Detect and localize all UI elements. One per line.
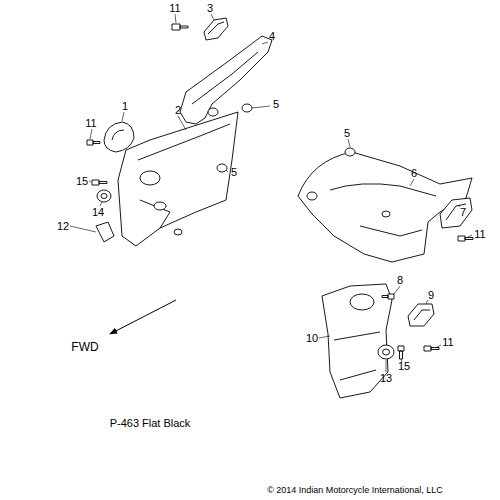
callout-number: 8 [397, 275, 403, 286]
callout-number: 14 [92, 207, 104, 218]
callout-number: 1 [122, 101, 128, 112]
direction-label: FWD [71, 341, 98, 353]
callout-number: 5 [344, 128, 350, 139]
callout-number: 15 [398, 361, 410, 372]
copyright-note: © 2014 Indian Motorcycle International, … [267, 486, 443, 495]
callout-number: 9 [428, 290, 434, 301]
color-note: P-463 Flat Black [110, 418, 191, 429]
callout-number: 11 [442, 337, 453, 348]
callout-number: 15 [76, 176, 88, 187]
callout-number: 3 [207, 3, 213, 14]
callout-number: 2 [175, 105, 181, 116]
callout-number: 5 [231, 167, 237, 178]
callout-number: 13 [380, 373, 392, 384]
callout-number: 11 [169, 3, 180, 14]
callout-number: 11 [474, 229, 485, 240]
callout-number: 11 [85, 118, 96, 129]
callout-number: 4 [269, 31, 275, 42]
callout-number: 6 [411, 168, 417, 179]
callout-number: 12 [57, 221, 69, 232]
callout-number: 7 [460, 207, 466, 218]
callout-number: 5 [273, 99, 279, 110]
callout-number: 10 [306, 333, 318, 344]
